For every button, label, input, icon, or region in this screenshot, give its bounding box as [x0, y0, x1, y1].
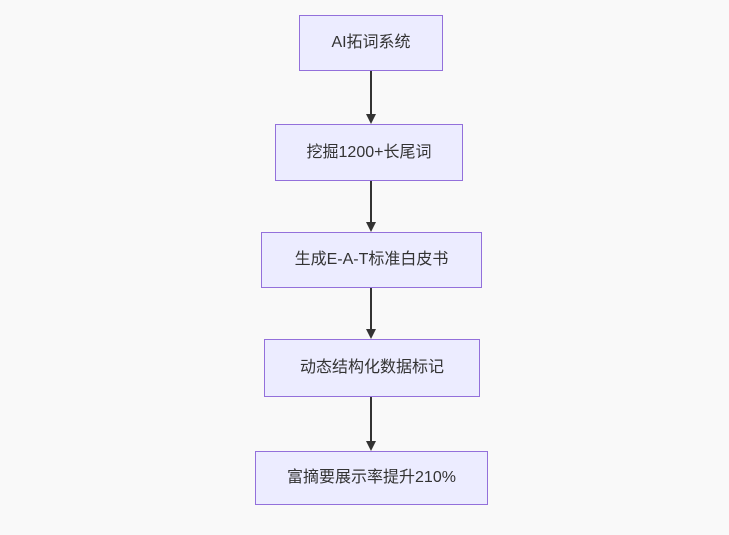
flow-node-label: AI拓词系统	[331, 34, 411, 52]
flow-node-structured-data-markup: 动态结构化数据标记	[264, 339, 480, 397]
flow-node-label: 生成E-A-T标准白皮书	[294, 251, 449, 269]
arrow-down-icon	[365, 397, 377, 451]
flow-node-eat-whitepaper: 生成E-A-T标准白皮书	[261, 232, 482, 288]
arrow-down-icon	[365, 288, 377, 339]
flow-node-longtail-mining: 挖掘1200+长尾词	[275, 124, 463, 181]
arrow-down-icon	[365, 71, 377, 124]
flow-node-label: 动态结构化数据标记	[299, 359, 444, 377]
flow-node-ai-keyword-system: AI拓词系统	[299, 15, 443, 71]
flow-node-label: 挖掘1200+长尾词	[306, 143, 432, 161]
flow-node-label: 富摘要展示率提升210%	[287, 469, 456, 487]
flow-node-rich-snippet-uplift: 富摘要展示率提升210%	[255, 451, 488, 505]
arrow-down-icon	[365, 181, 377, 232]
